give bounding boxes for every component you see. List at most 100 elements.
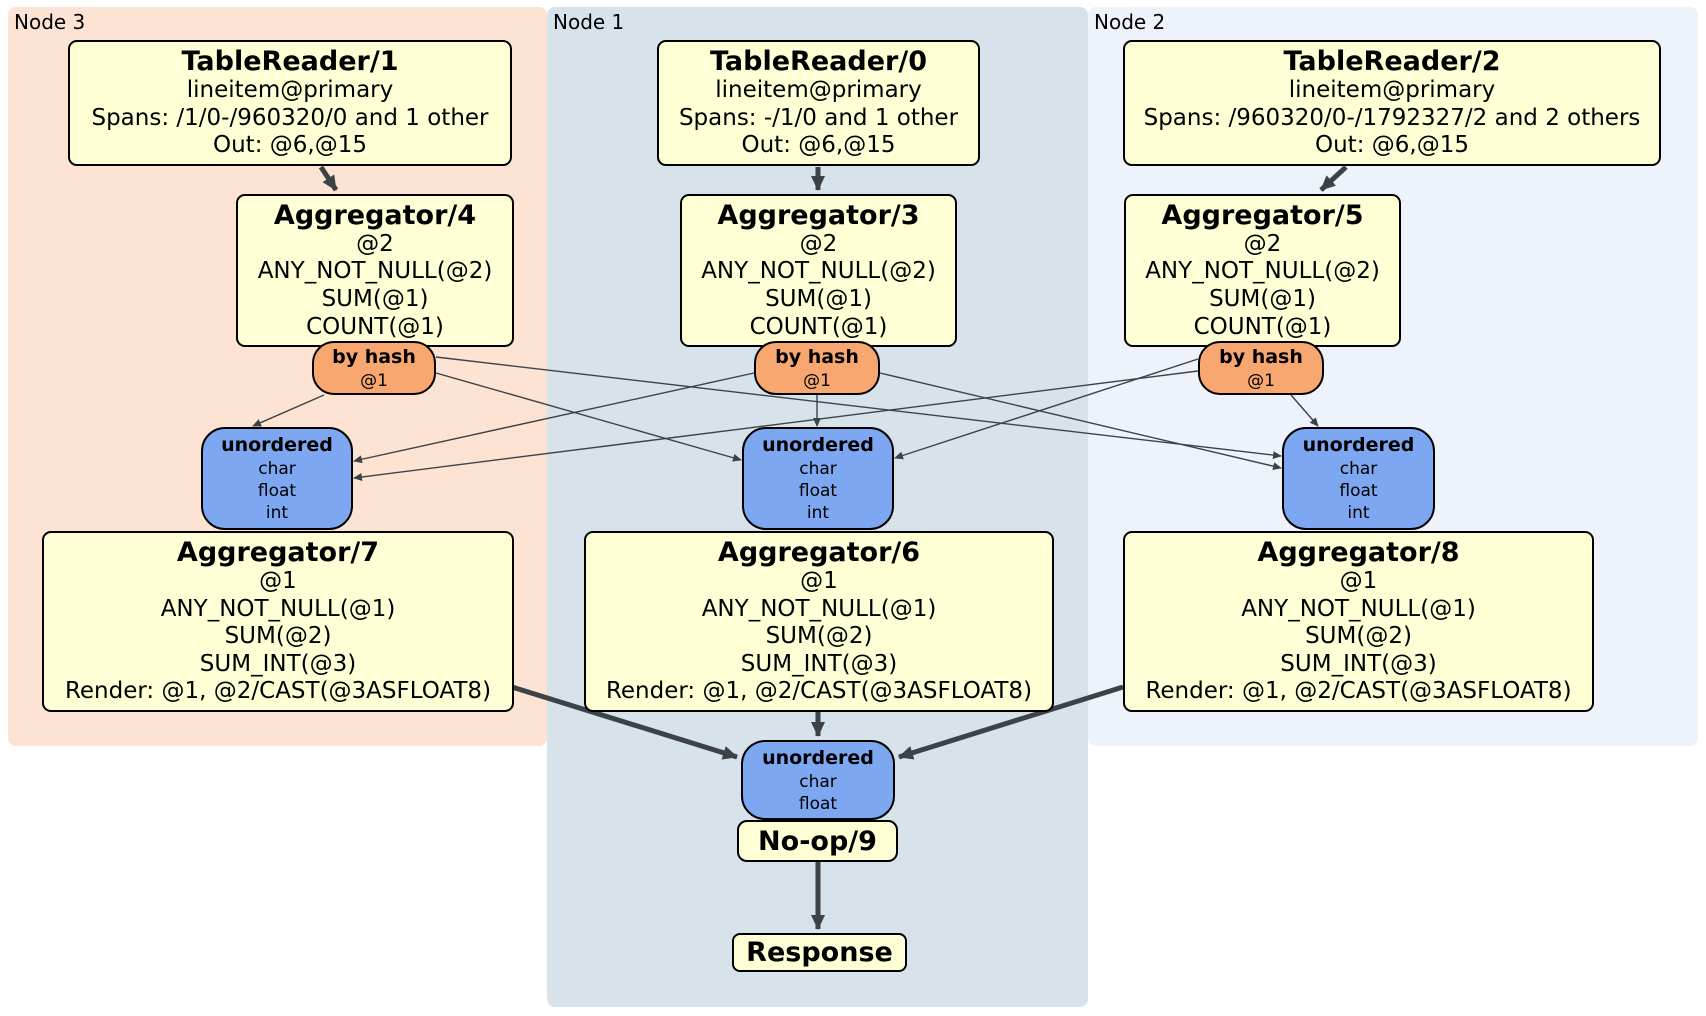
edge-hash2-un1	[894, 358, 1199, 460]
unordered-stream-node2-type-char: char	[1339, 459, 1378, 479]
response-box: Response	[732, 933, 907, 972]
aggregator-8-title: Aggregator/8	[1257, 537, 1460, 569]
hash-router-node1-box: by hash @1	[754, 341, 880, 395]
aggregator-3-title: Aggregator/3	[717, 199, 920, 231]
aggregator-8-render: Render: @1, @2/CAST(@3ASFLOAT8)	[1145, 678, 1572, 705]
unordered-stream-final-box: unordered char float	[741, 740, 895, 820]
tablereader-0-title: TableReader/0	[710, 46, 927, 78]
aggregator-6-any-not-null: ANY_NOT_NULL(@1)	[701, 595, 937, 622]
edge-hash1-un2	[879, 372, 1282, 471]
hash-router-node3-box: by hash @1	[312, 341, 436, 395]
aggregator-6-title: Aggregator/6	[717, 537, 921, 569]
aggregator-4-group: @2	[356, 230, 394, 257]
aggregator-7-render: Render: @1, @2/CAST(@3ASFLOAT8)	[64, 678, 492, 705]
unordered-stream-node3-title: unordered	[221, 434, 333, 456]
noop-9-title: No-op/9	[758, 825, 877, 857]
aggregator-4-any-not-null: ANY_NOT_NULL(@2)	[257, 258, 493, 285]
tablereader-1-spans: Spans: /1/0-/960320/0 and 1 other	[91, 104, 489, 131]
aggregator-4-sum: SUM(@1)	[321, 286, 429, 312]
noop-9-box: No-op/9	[737, 820, 898, 862]
unordered-stream-node1-type-char: char	[799, 459, 837, 479]
aggregator-5-count: COUNT(@1)	[1193, 313, 1332, 340]
tablereader-2-out: Out: @6,@15	[1315, 132, 1469, 159]
edge-hash3-un1	[435, 372, 742, 462]
unordered-stream-node3-type-char: char	[258, 459, 296, 479]
unordered-stream-final-title: unordered	[762, 746, 874, 769]
tablereader-2-spans: Spans: /960320/0-/1792327/2 and 2 others	[1143, 104, 1641, 131]
tablereader-1-box: TableReader/1 lineitem@primary Spans: /1…	[68, 40, 512, 166]
edge-hash2-un2	[1290, 394, 1319, 427]
unordered-stream-node2-box: unordered char float int	[1282, 427, 1435, 530]
aggregator-4-title: Aggregator/4	[273, 199, 477, 231]
aggregator-7-group: @1	[259, 568, 297, 595]
edge-hash3-un3	[252, 394, 325, 427]
aggregator-5-sum: SUM(@1)	[1209, 286, 1316, 312]
tablereader-0-box: TableReader/0 lineitem@primary Spans: -/…	[657, 40, 980, 166]
tablereader-0-index: lineitem@primary	[715, 77, 922, 104]
aggregator-8-group: @1	[1339, 568, 1378, 595]
aggregator-7-sum-int: SUM_INT(@3)	[199, 650, 357, 677]
aggregator-6-group: @1	[800, 568, 838, 595]
unordered-stream-node2-title: unordered	[1302, 434, 1415, 456]
node1-label: Node 1	[553, 10, 625, 34]
node3-label: Node 3	[14, 10, 86, 34]
unordered-stream-node2-type-float: float	[1339, 481, 1378, 501]
unordered-stream-node3-type-float: float	[257, 481, 297, 501]
aggregator-6-sum: SUM(@2)	[765, 623, 873, 650]
aggregator-7-sum: SUM(@2)	[224, 623, 332, 650]
aggregator-5-any-not-null: ANY_NOT_NULL(@2)	[1145, 258, 1380, 285]
aggregator-3-any-not-null: ANY_NOT_NULL(@2)	[701, 258, 936, 285]
unordered-stream-node1-type-int: int	[806, 503, 830, 523]
aggregator-3-box: Aggregator/3 @2 ANY_NOT_NULL(@2) SUM(@1)…	[680, 194, 957, 347]
hash-router-node3-cols: @1	[360, 370, 388, 391]
aggregator-4-count: COUNT(@1)	[306, 313, 444, 340]
aggregator-8-sum: SUM(@2)	[1305, 623, 1412, 650]
unordered-stream-node1-box: unordered char float int	[742, 427, 894, 530]
tablereader-1-index: lineitem@primary	[186, 77, 394, 104]
aggregator-8-sum-int: SUM_INT(@3)	[1280, 650, 1437, 677]
hash-router-node1-cols: @1	[803, 370, 831, 391]
hash-router-node2-title: by hash	[1219, 345, 1303, 368]
aggregator-7-any-not-null: ANY_NOT_NULL(@1)	[160, 595, 396, 622]
hash-router-node2-box: by hash @1	[1198, 341, 1324, 395]
hash-router-node1-title: by hash	[775, 345, 859, 368]
unordered-stream-final-type-float: float	[798, 793, 838, 814]
unordered-stream-node1-type-float: float	[798, 481, 838, 501]
aggregator-3-sum: SUM(@1)	[765, 286, 872, 312]
tablereader-2-title: TableReader/2	[1283, 46, 1501, 78]
edge-agg7-unbottom	[511, 684, 738, 760]
tablereader-2-index: lineitem@primary	[1288, 77, 1496, 104]
aggregator-7-box: Aggregator/7 @1 ANY_NOT_NULL(@1) SUM(@2)…	[42, 531, 514, 712]
edge-hash2-un3	[353, 370, 1199, 481]
unordered-stream-node3-box: unordered char float int	[201, 427, 353, 530]
tablereader-1-out: Out: @6,@15	[213, 132, 367, 159]
response-title: Response	[746, 937, 893, 968]
edge-hash3-un2	[435, 356, 1282, 460]
unordered-stream-node1-title: unordered	[762, 434, 874, 456]
aggregator-8-box: Aggregator/8 @1 ANY_NOT_NULL(@1) SUM(@2)…	[1123, 531, 1594, 712]
aggregator-6-box: Aggregator/6 @1 ANY_NOT_NULL(@1) SUM(@2)…	[584, 531, 1054, 712]
aggregator-3-group: @2	[799, 230, 838, 257]
hash-router-node3-title: by hash	[332, 345, 416, 368]
aggregator-5-group: @2	[1243, 230, 1282, 257]
aggregator-6-sum-int: SUM_INT(@3)	[740, 650, 898, 677]
aggregator-4-box: Aggregator/4 @2 ANY_NOT_NULL(@2) SUM(@1)…	[236, 194, 514, 347]
tablereader-1-title: TableReader/1	[181, 46, 399, 78]
aggregator-6-render: Render: @1, @2/CAST(@3ASFLOAT8)	[605, 678, 1033, 705]
edge-agg8-unbottom	[898, 684, 1124, 760]
edge-tr1-agg4	[318, 165, 339, 192]
edge-hash1-un3	[353, 372, 755, 464]
tablereader-0-out: Out: @6,@15	[741, 132, 896, 159]
tablereader-0-spans: Spans: -/1/0 and 1 other	[678, 104, 959, 131]
unordered-stream-node2-type-int: int	[1347, 503, 1370, 523]
aggregator-8-any-not-null: ANY_NOT_NULL(@1)	[1241, 595, 1476, 622]
aggregator-7-title: Aggregator/7	[176, 537, 380, 569]
aggregator-5-box: Aggregator/5 @2 ANY_NOT_NULL(@2) SUM(@1)…	[1124, 194, 1401, 347]
unordered-stream-node3-type-int: int	[265, 503, 289, 523]
edge-tr2-agg5	[1319, 165, 1348, 192]
hash-router-node2-cols: @1	[1247, 370, 1275, 391]
unordered-stream-final-type-char: char	[799, 771, 837, 792]
aggregator-5-title: Aggregator/5	[1161, 199, 1364, 231]
